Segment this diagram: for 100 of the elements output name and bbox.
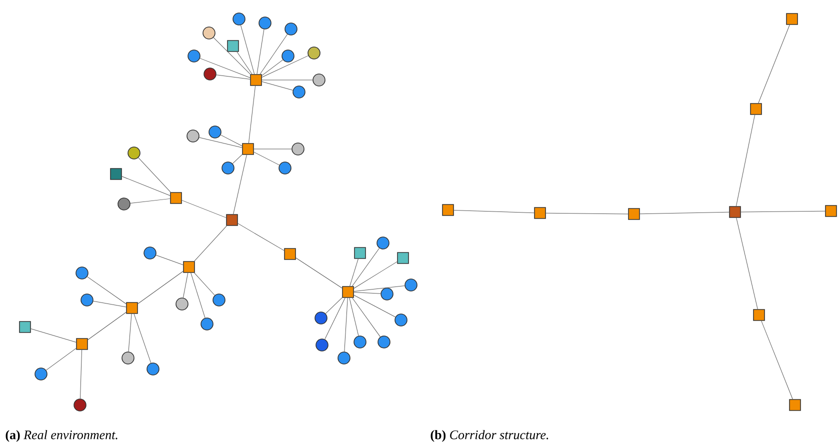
edge-line bbox=[213, 37, 250, 74]
circle-node bbox=[312, 74, 326, 86]
edge-line bbox=[130, 198, 170, 204]
edge-line bbox=[325, 297, 342, 314]
circle-node bbox=[258, 16, 272, 30]
circle-node bbox=[122, 352, 134, 364]
edge-line bbox=[349, 298, 359, 336]
edge-line bbox=[350, 258, 358, 286]
edge-line bbox=[80, 350, 82, 399]
edge-line bbox=[262, 55, 308, 78]
circle-node bbox=[204, 68, 216, 80]
square-node bbox=[284, 248, 296, 260]
edge-line bbox=[344, 298, 348, 352]
edge-line bbox=[238, 223, 284, 251]
edge-line bbox=[740, 210, 826, 212]
circle-node bbox=[128, 146, 140, 160]
edge-line bbox=[256, 29, 264, 74]
square-node bbox=[442, 204, 454, 216]
square-node bbox=[534, 207, 546, 219]
square-node bbox=[183, 261, 195, 273]
edge-line bbox=[182, 200, 226, 218]
edge-line bbox=[233, 154, 247, 214]
square-node bbox=[242, 143, 254, 155]
edge-line bbox=[194, 272, 215, 296]
square-node bbox=[250, 74, 262, 86]
square-node bbox=[170, 192, 182, 204]
square-node bbox=[354, 247, 366, 259]
edge-line bbox=[296, 258, 342, 288]
circle-node bbox=[354, 336, 366, 348]
edge-line bbox=[354, 285, 405, 292]
circle-node bbox=[232, 12, 246, 26]
circle-node bbox=[394, 314, 408, 326]
edge-line bbox=[248, 86, 256, 144]
edge-line bbox=[354, 294, 396, 318]
edge-line bbox=[232, 154, 242, 164]
square-node bbox=[750, 103, 762, 115]
circle-node bbox=[118, 198, 130, 210]
edge-line bbox=[354, 292, 381, 294]
square-node bbox=[226, 214, 238, 226]
edge-line bbox=[138, 157, 171, 192]
edge-line bbox=[182, 272, 188, 298]
edge-line bbox=[454, 210, 534, 214]
square-node bbox=[786, 13, 798, 25]
edge-line bbox=[194, 226, 227, 262]
circle-node bbox=[222, 162, 234, 174]
circle-node bbox=[34, 368, 48, 380]
circle-node bbox=[80, 294, 94, 306]
edge-line bbox=[87, 276, 126, 304]
square-node bbox=[342, 286, 354, 298]
circle-node bbox=[404, 278, 418, 292]
circle-node bbox=[188, 50, 200, 62]
circle-node bbox=[282, 50, 294, 62]
square-node bbox=[628, 208, 640, 220]
circle-node bbox=[208, 126, 222, 138]
edge-line bbox=[30, 328, 76, 342]
edge-line bbox=[134, 314, 152, 364]
edge-line bbox=[736, 114, 756, 206]
edge-line bbox=[156, 254, 184, 266]
square-node bbox=[110, 168, 122, 180]
edge-line bbox=[352, 298, 381, 338]
square-node bbox=[126, 302, 138, 314]
edge-line bbox=[354, 261, 398, 289]
circle-node bbox=[292, 142, 304, 156]
edge-line bbox=[198, 137, 242, 148]
circle-node bbox=[314, 312, 328, 324]
circle-node bbox=[292, 86, 306, 98]
edge-line bbox=[324, 298, 346, 340]
edge-line bbox=[758, 24, 790, 104]
edge-line bbox=[352, 248, 380, 286]
edge-line bbox=[260, 34, 288, 74]
edge-line bbox=[640, 212, 730, 214]
edge-line bbox=[546, 212, 628, 214]
subfigure-caption: (a) Real environment. bbox=[6, 430, 118, 442]
circle-node bbox=[146, 362, 160, 376]
circle-node bbox=[202, 26, 216, 40]
edge-line bbox=[736, 218, 758, 310]
square-node bbox=[789, 399, 801, 411]
edge-line bbox=[46, 348, 76, 370]
edge-line bbox=[216, 74, 250, 80]
subfigure-caption: (b) Corridor structure. bbox=[430, 430, 548, 442]
square-node bbox=[753, 309, 765, 321]
circle-node bbox=[316, 338, 328, 352]
edge-line bbox=[122, 176, 170, 196]
square-node bbox=[76, 338, 88, 350]
edge-line bbox=[93, 300, 126, 308]
circle-node bbox=[378, 336, 390, 348]
edge-line bbox=[240, 24, 255, 74]
circle-node bbox=[76, 266, 88, 280]
edge-line bbox=[190, 272, 206, 318]
circle-node bbox=[144, 246, 156, 260]
edge-line bbox=[761, 320, 793, 400]
circle-node bbox=[212, 294, 226, 306]
circle-node bbox=[200, 318, 214, 330]
edge-line bbox=[200, 58, 250, 78]
edge-line bbox=[236, 52, 252, 74]
circle-node bbox=[186, 130, 200, 142]
edge-line bbox=[254, 148, 292, 150]
square-node bbox=[729, 206, 741, 218]
square-node bbox=[19, 321, 31, 333]
circle-node bbox=[380, 288, 394, 300]
